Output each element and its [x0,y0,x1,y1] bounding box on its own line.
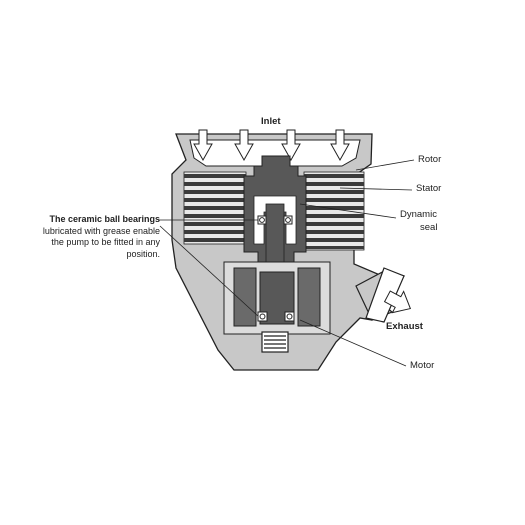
stator-leader [339,187,413,191]
bearing-note-title: The ceramic ball bearings [49,214,160,224]
exhaust-flange [365,267,405,323]
lower-bearings [257,311,295,322]
inlet-opening [189,139,361,167]
inlet-arrows [193,129,350,162]
right-rotor-stator-stack [303,171,365,251]
stator-label: Stator [416,183,442,194]
inner-shaft [265,203,285,267]
dynamic-seal-label-line2: seal [420,222,438,233]
left-rotor-stator-stack [183,171,247,245]
leader-lines [158,159,415,367]
motor-leader [299,319,407,367]
rotor-leader [355,159,415,171]
motor-winding-right [297,267,321,327]
bottom-spring [261,331,289,353]
exhaust-label: Exhaust [386,321,423,332]
motor-label: Motor [410,360,435,371]
bearing-note-line3: position. [126,248,160,259]
exhaust-arrow [383,290,412,314]
dynamic-seal-leader [299,203,397,219]
inlet-label: Inlet [261,116,281,127]
upper-bearings [257,215,293,225]
ceramic-bearings-note: The ceramic ball bearings lubricated wit… [18,214,160,260]
bearing-note-line1: lubricated with grease enable [42,225,160,236]
bearing-note-line2: the pump to be fitted in any [51,237,160,247]
bearing-leader-lower [159,225,259,317]
motor-winding-left [233,267,257,327]
dynamic-seal-label-line1: Dynamic [400,209,437,220]
bearing-cavity [253,195,297,245]
rotor-label: Rotor [418,154,442,165]
